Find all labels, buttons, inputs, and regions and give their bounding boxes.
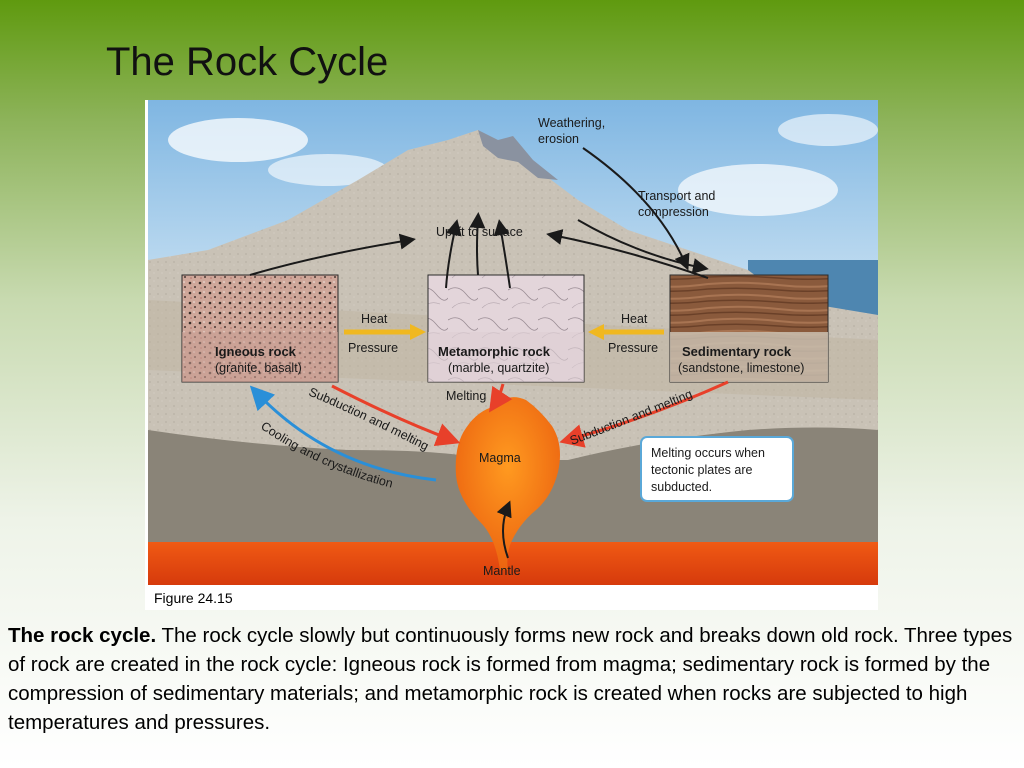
pressure-label: Pressure <box>608 341 658 355</box>
uplift-arrow <box>469 212 486 276</box>
weathering-arrow <box>582 147 690 271</box>
subduction-arrow-right <box>559 380 729 448</box>
weathering-label: erosion <box>538 132 579 146</box>
uplift-arrow <box>493 219 511 289</box>
callout-text: Melting occurs when <box>651 446 765 460</box>
transport-label: compression <box>638 205 709 219</box>
uplift-label: Uplift to surface <box>436 225 523 239</box>
slide-title: The Rock Cycle <box>106 40 389 84</box>
magma-chamber <box>455 397 560 570</box>
heat-label: Heat <box>621 312 648 326</box>
figure-caption: The rock cycle. The rock cycle slowly bu… <box>8 621 1018 737</box>
rock-name: Igneous rock <box>215 344 297 359</box>
callout-text: tectonic plates are <box>651 463 752 477</box>
callout-text: subducted. <box>651 480 712 494</box>
pressure-label: Pressure <box>348 341 398 355</box>
rock-name: Metamorphic rock <box>438 344 551 359</box>
rock-examples: (marble, quartzite) <box>448 361 549 375</box>
transport-arrow <box>577 219 709 274</box>
caption-body: The rock cycle slowly but continuously f… <box>8 624 1013 734</box>
mantle-label: Mantle <box>483 564 521 578</box>
melting-arrow <box>489 383 513 413</box>
rock-cycle-figure: Weathering, erosion Transport and compre… <box>145 100 878 610</box>
weathering-label: Weathering, <box>538 116 605 130</box>
rock-cycle-diagram: Weathering, erosion Transport and compre… <box>148 100 878 585</box>
mountain-peak <box>478 130 558 180</box>
callout-box <box>640 436 794 502</box>
uplift-arrow <box>249 233 416 276</box>
subduction-arrow-left <box>331 384 461 447</box>
uplift-arrow <box>445 219 462 289</box>
uplift-arrow <box>546 229 709 279</box>
rock-examples: (granite, basalt) <box>215 361 302 375</box>
heat-label: Heat <box>361 312 388 326</box>
mantle-layer <box>148 542 878 585</box>
rock-name: Sedimentary rock <box>682 344 792 359</box>
transport-label: Transport and <box>638 189 715 203</box>
mantle-arrow <box>496 500 512 559</box>
figure-number: Figure 24.15 <box>154 590 233 606</box>
caption-lead: The rock cycle. <box>8 624 157 647</box>
magma-label: Magma <box>479 451 521 465</box>
cooling-arrow <box>249 385 437 482</box>
rock-examples: (sandstone, limestone) <box>678 361 804 375</box>
melting-label: Melting <box>446 389 486 403</box>
